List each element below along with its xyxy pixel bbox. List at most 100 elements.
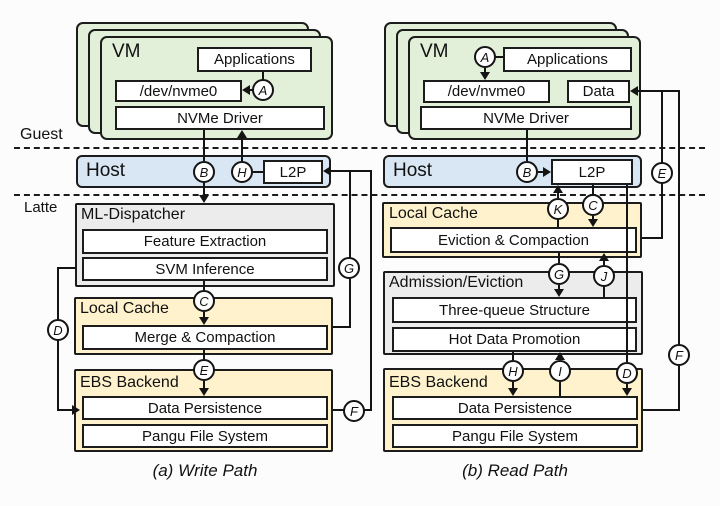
- connector-a-to-device-right: [484, 68, 486, 73]
- connector-c-to-eviction: [592, 216, 594, 219]
- arrowhead-into-device: [242, 85, 250, 95]
- step-circle-f-right: F: [668, 344, 690, 366]
- step-circle-c-left: C: [193, 290, 215, 312]
- connector-return-to-data: [638, 90, 680, 92]
- admission-eviction-title: Admission/Eviction: [389, 274, 524, 291]
- connector-g-to-cache: [333, 326, 351, 328]
- vm-title-right: VM: [420, 41, 449, 62]
- layer-label-latte: Latte: [24, 199, 58, 216]
- connector-d-top: [57, 267, 76, 269]
- ebs-backend-title: EBS Backend: [80, 374, 179, 391]
- connector-k-upper: [557, 192, 559, 198]
- connector-d-lower-right: [626, 384, 628, 388]
- hot-data-promotion-box: Hot Data Promotion: [392, 327, 637, 352]
- arrowhead-into-eviction: [588, 219, 598, 227]
- arrowhead-into-persistence-left: [72, 405, 80, 415]
- connector-promotion-to-h: [512, 352, 514, 360]
- feature-extraction-box: Feature Extraction: [82, 229, 328, 254]
- arrowhead-into-data: [630, 86, 638, 96]
- arrowhead-d-into-persistence: [622, 388, 632, 396]
- connector-i-lower: [559, 382, 561, 396]
- connector-app-to-a: [262, 72, 264, 80]
- nvme-driver-box-right: NVMe Driver: [420, 106, 632, 130]
- data-persistence-box: Data Persistence: [82, 396, 328, 420]
- arrowhead-into-eviction-bottom: [599, 253, 609, 261]
- vm-title: VM: [112, 41, 141, 62]
- connector-h-to-driver: [241, 137, 243, 161]
- ml-dispatcher-title: ML-Dispatcher: [81, 206, 186, 223]
- arrowhead-into-l2p-bottom: [553, 185, 563, 193]
- ebs-backend-title-right: EBS Backend: [389, 374, 488, 391]
- connector-merge-to-e: [203, 350, 205, 359]
- step-circle-i-right: I: [549, 360, 571, 382]
- connector-driver-to-b-right: [526, 130, 528, 161]
- step-circle-d-right: D: [616, 362, 638, 384]
- connector-f-vertical: [370, 170, 372, 411]
- three-queue-structure-box: Three-queue Structure: [392, 297, 637, 323]
- applications-box-right: Applications: [503, 47, 632, 72]
- step-circle-g-left: G: [338, 257, 360, 279]
- step-circle-a-right: A: [474, 46, 496, 68]
- nvme-device-box: /dev/nvme0: [115, 80, 242, 102]
- pangu-file-system-box: Pangu File System: [82, 424, 328, 448]
- connector-a-to-apps-right: [496, 56, 503, 58]
- connector-eviction-to-g: [558, 253, 560, 263]
- arrowhead-into-l2p-right: [543, 167, 551, 177]
- host-latte-separator: [14, 194, 705, 196]
- connector-h-lower: [512, 382, 514, 388]
- connector-h-to-l2p: [253, 171, 263, 173]
- step-circle-d-left: D: [47, 319, 69, 341]
- step-circle-a-left: A: [252, 79, 274, 101]
- connector-c-to-merge: [203, 312, 205, 318]
- pangu-file-system-box-right: Pangu File System: [392, 424, 638, 448]
- connector-b-to-ml: [203, 183, 205, 196]
- connector-g-to-queue: [558, 285, 560, 289]
- local-cache-title-right: Local Cache: [389, 205, 478, 222]
- nvme-device-box-right: /dev/nvme0: [423, 80, 550, 103]
- connector-j-lower: [603, 287, 605, 297]
- data-persistence-box-right: Data Persistence: [392, 396, 638, 420]
- caption-write-path: (a) Write Path: [152, 461, 258, 480]
- arrowhead-into-ml-dispatcher: [199, 195, 209, 203]
- data-box: Data: [567, 80, 630, 103]
- step-circle-f-left: F: [343, 400, 365, 422]
- connector-e-to-cache-right: [642, 237, 662, 239]
- arrowhead-into-promotion: [555, 352, 565, 360]
- arrowhead-into-queue: [554, 289, 564, 297]
- step-circle-e-left: E: [193, 359, 215, 381]
- connector-f-vertical-right: [678, 90, 680, 411]
- connector-l2p-to-c-right: [592, 185, 594, 194]
- connector-d-bottom: [57, 409, 73, 411]
- guest-host-separator: [14, 147, 705, 149]
- connector-driver-to-b: [203, 130, 205, 161]
- connector-f-to-persistence-right: [643, 409, 679, 411]
- connector-j-upper: [603, 260, 605, 265]
- arrowhead-into-device-right: [480, 72, 490, 80]
- step-circle-j-right: J: [593, 265, 615, 287]
- connector-b-to-l2p-right: [538, 171, 544, 173]
- connector-g-vertical: [349, 170, 351, 327]
- step-circle-h-right: H: [502, 360, 524, 382]
- step-circle-b-right: B: [516, 161, 538, 183]
- arrowhead-into-merge: [199, 317, 209, 325]
- caption-read-path: (b) Read Path: [462, 461, 568, 480]
- applications-box: Applications: [197, 47, 312, 72]
- merge-compaction-box: Merge & Compaction: [82, 325, 328, 350]
- arrowhead-into-l2p: [323, 166, 331, 176]
- layer-label-guest: Guest: [20, 126, 63, 143]
- arrowhead-into-driver: [237, 130, 247, 138]
- nvme-driver-box: NVMe Driver: [115, 106, 325, 130]
- connector-svm-to-c: [203, 281, 205, 290]
- local-cache-title: Local Cache: [80, 300, 169, 317]
- connector-return-to-l2p: [331, 170, 372, 172]
- step-circle-k-right: K: [547, 198, 569, 220]
- connector-d-vertical-right: [626, 185, 628, 362]
- arrowhead-into-persistence-top-left: [199, 388, 209, 396]
- host-label: Host: [86, 160, 126, 181]
- svm-inference-box: SVM Inference: [82, 257, 328, 281]
- connector-a-to-device: [248, 89, 254, 91]
- l2p-box-right: L2P: [551, 159, 633, 185]
- arrowhead-h-into-persistence: [508, 388, 518, 396]
- l2p-box: L2P: [263, 160, 323, 184]
